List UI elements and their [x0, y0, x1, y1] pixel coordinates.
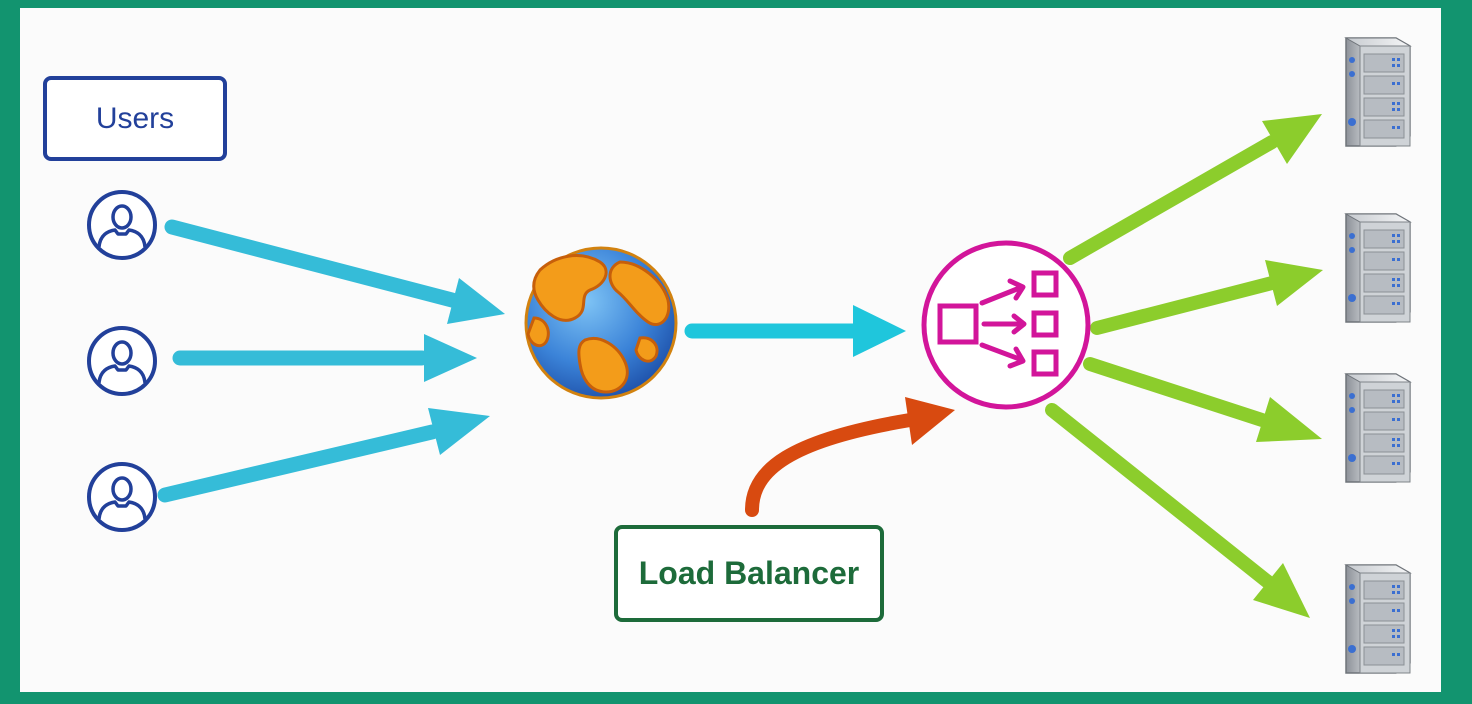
- user-arrows: [157, 219, 505, 503]
- user-arrow: [157, 408, 490, 503]
- load-balancer-icon: [921, 240, 1091, 410]
- server-arrows: [1045, 114, 1323, 618]
- server-arrow: [1063, 114, 1322, 265]
- server-icon: [1345, 37, 1411, 147]
- server-arrow: [1083, 357, 1322, 442]
- server-icon: [1345, 373, 1411, 483]
- user-icon: [87, 462, 157, 532]
- load-balancer-label: Load Balancer: [614, 525, 884, 622]
- user-arrow: [172, 334, 477, 382]
- users-label: Users: [43, 76, 227, 161]
- internet-arrow: [684, 305, 906, 357]
- server-icon: [1345, 564, 1411, 674]
- callout-arrow: [745, 397, 955, 517]
- user-icon: [87, 190, 157, 260]
- server-icon: [1345, 213, 1411, 323]
- user-arrow: [164, 219, 505, 324]
- server-arrow: [1090, 260, 1323, 335]
- server-arrow: [1045, 403, 1310, 618]
- user-icon: [87, 326, 157, 396]
- globe-icon: [524, 246, 678, 400]
